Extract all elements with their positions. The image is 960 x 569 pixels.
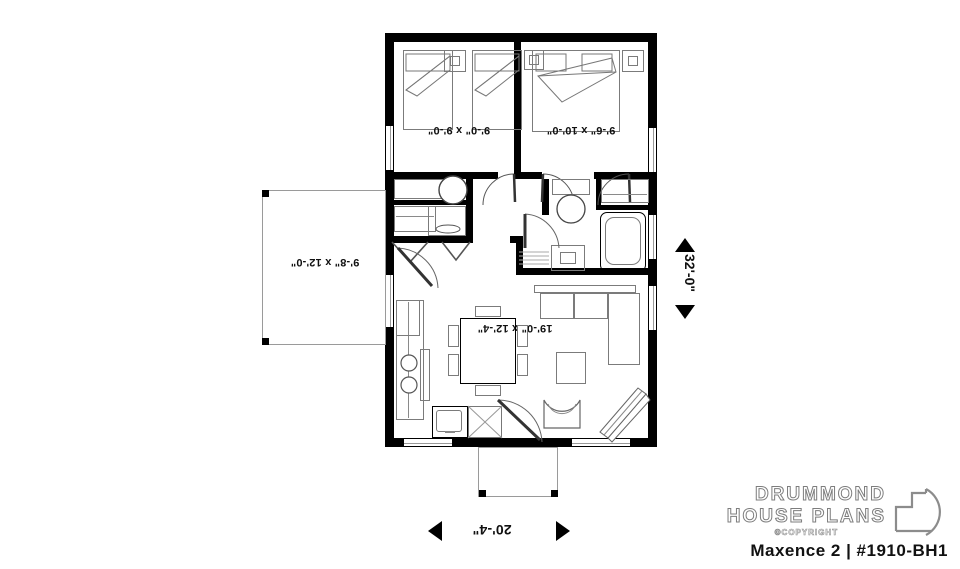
- washer-drum-icon: [438, 175, 468, 205]
- coffee-table: [556, 352, 586, 384]
- dining-chair-left-1: [448, 325, 459, 347]
- exterior-wall-top: [385, 33, 657, 42]
- exterior-wall-bottom: [385, 438, 657, 447]
- dining-chair-right-2: [517, 354, 528, 376]
- window-front-right: [572, 438, 630, 447]
- dining-table: [460, 318, 516, 384]
- nightstand-2a: [444, 50, 466, 72]
- depth-arrow-up: [675, 238, 695, 252]
- depth-arrow-down: [675, 305, 695, 319]
- door-bedroom2[interactable]: [481, 172, 517, 206]
- toilet-icon: [556, 194, 586, 224]
- nightstand-1a: [524, 50, 544, 70]
- dining-chair-left-2: [448, 354, 459, 376]
- bedroom-2-dimension-label: 9'-0" x 9'-0": [427, 124, 491, 136]
- partition-bedrooms: [514, 33, 521, 178]
- sink-basin: [436, 410, 462, 432]
- bed-2b: [472, 50, 522, 130]
- range-oven: [420, 349, 430, 401]
- bath-counter-line: [603, 194, 647, 195]
- sofa-chaise: [608, 293, 640, 365]
- garage-corner-marker-top: [262, 190, 269, 197]
- garage-corner-marker-bottom: [262, 338, 269, 345]
- window-left-living: [385, 275, 394, 327]
- nightstand-1b-lamp: [628, 56, 638, 66]
- front-porch-outline: [478, 447, 558, 497]
- bedroom-1-dimension-label: 9'-6" x 10'-0": [546, 124, 616, 136]
- bath-floor-hatch: [519, 251, 549, 265]
- shower-drain: [560, 252, 576, 264]
- dryer-door-icon: [435, 224, 461, 234]
- branding-block: DRUMMOND HOUSE PLANS ©COPYRIGHT Maxence …: [726, 484, 948, 561]
- dining-chair-top: [475, 306, 501, 317]
- partition-bedroom-corridor: [385, 172, 498, 179]
- cooktop-burners-icon: [400, 354, 418, 394]
- partition-bath-upper-h: [596, 205, 657, 210]
- door-bedroom1-closet[interactable]: [596, 172, 632, 206]
- sofa-seat-mid: [574, 293, 608, 319]
- overall-width-label: 20'-4": [472, 522, 512, 538]
- bed-1-pillows-fold: [535, 53, 617, 103]
- nightstand-2a-lamp: [450, 56, 460, 66]
- staircase: [599, 387, 651, 443]
- brand-copyright: ©COPYRIGHT: [774, 528, 839, 538]
- window-front-left: [404, 438, 452, 447]
- plan-title: Maxence 2 | #1910-BH1: [750, 541, 948, 560]
- partition-closet-mid: [385, 200, 473, 205]
- window-right-bedroom1: [648, 128, 657, 172]
- dining-chair-bottom: [475, 385, 501, 396]
- window-right-bath: [648, 215, 657, 259]
- dishwasher-icon: [467, 405, 503, 439]
- partition-hall-stub: [510, 236, 523, 243]
- garage-option-dimension-label: 9'-8" x 12'-0": [290, 256, 360, 268]
- door-utility-swing[interactable]: [396, 246, 440, 290]
- closet-shelf-lower: [394, 206, 436, 232]
- upper-cabinets: [396, 300, 420, 336]
- partition-bath-left: [542, 179, 549, 215]
- partition-bedroom1-corridor-b: [594, 172, 657, 179]
- nightstand-1a-lamp: [529, 55, 539, 65]
- brand-line-1: DRUMMOND: [754, 484, 886, 506]
- shower-base: [551, 245, 585, 271]
- sofa-seat-left: [540, 293, 574, 319]
- nightstand-1b: [622, 50, 644, 72]
- partition-laundry-bottom: [385, 236, 473, 243]
- sink-faucet: [445, 431, 455, 433]
- closet-shelf-line: [396, 216, 434, 217]
- partition-bath-left-lower: [516, 236, 523, 274]
- bed-1-master: [532, 50, 620, 132]
- bathtub-inner: [605, 217, 641, 265]
- window-left-bedroom2: [385, 126, 394, 170]
- door-front-entry[interactable]: [494, 398, 544, 444]
- brand-line-2: HOUSE PLANS: [726, 506, 886, 528]
- bed-2b-pillow-fold: [474, 53, 520, 97]
- garage-option-outline: [262, 190, 386, 345]
- armchair-icon: [543, 399, 581, 429]
- bathtub-outer: [600, 212, 646, 272]
- window-right-living: [648, 286, 657, 330]
- partition-bedroom1-corridor: [514, 172, 542, 179]
- dining-chair-right-1: [517, 325, 528, 347]
- sofa-back-rail: [534, 285, 636, 293]
- bed-2a: [403, 50, 453, 130]
- dryer-unit: [428, 206, 466, 236]
- sink-cabinet: [432, 406, 468, 438]
- partition-bath-bottom: [516, 268, 657, 275]
- bath-counter-right: [601, 179, 649, 203]
- width-arrow-right: [556, 521, 570, 541]
- partition-vanity-divider: [596, 179, 601, 209]
- porch-corner-marker-left: [479, 490, 486, 497]
- drummond-roof-logo-icon: [894, 487, 941, 536]
- door-closet-right-bifold[interactable]: [440, 240, 474, 270]
- overall-depth-label: 32'-0": [682, 254, 698, 292]
- porch-corner-marker-right: [551, 490, 558, 497]
- door-bathroom[interactable]: [523, 212, 561, 250]
- width-arrow-left: [428, 521, 442, 541]
